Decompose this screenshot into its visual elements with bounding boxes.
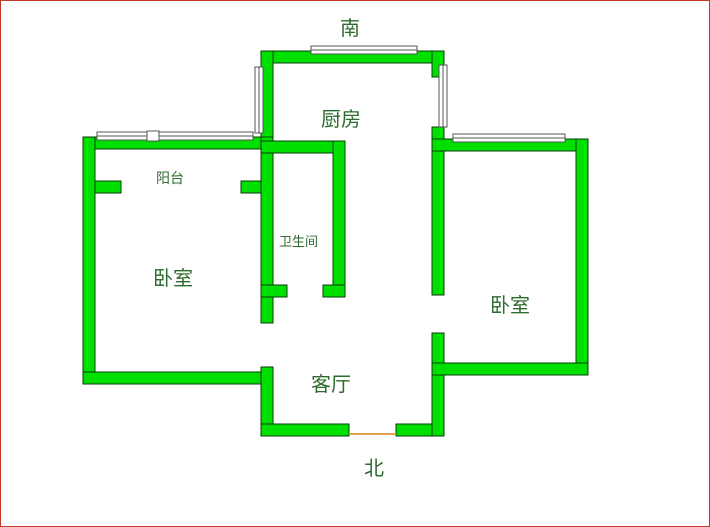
- room-bathroom: 卫生间: [279, 235, 318, 250]
- wall-bath-top: [260, 140, 346, 154]
- walls: [82, 50, 589, 437]
- wall-right-bedroom-right: [575, 138, 589, 376]
- room-living: 客厅: [311, 372, 351, 396]
- wall-right-bedroom-bottom: [431, 362, 589, 376]
- wall-bath-right-stub: [322, 284, 346, 298]
- wall-living-right: [431, 332, 445, 437]
- wall-left-bedroom-bottom: [82, 371, 274, 385]
- wall-right-bedroom-left: [431, 126, 445, 296]
- wall-bath-stub: [260, 284, 288, 298]
- room-kitchen: 厨房: [321, 107, 361, 131]
- windows: [96, 45, 566, 143]
- wall-partition-left: [260, 136, 274, 324]
- room-bedroom-left: 卧室: [153, 266, 193, 290]
- wall-balcony-stub-left: [94, 180, 122, 194]
- compass-south: 南: [340, 16, 360, 40]
- room-balcony: 阳台: [156, 171, 184, 187]
- compass-north: 北: [364, 456, 384, 480]
- wall-left-bedroom-left: [82, 136, 96, 385]
- wall-bath-right: [332, 140, 346, 298]
- room-bedroom-right: 卧室: [490, 293, 530, 317]
- labels: 南 北 厨房 阳台 卫生间 卧室 卧室 客厅: [153, 16, 530, 480]
- wall-living-bottom-left: [260, 423, 350, 437]
